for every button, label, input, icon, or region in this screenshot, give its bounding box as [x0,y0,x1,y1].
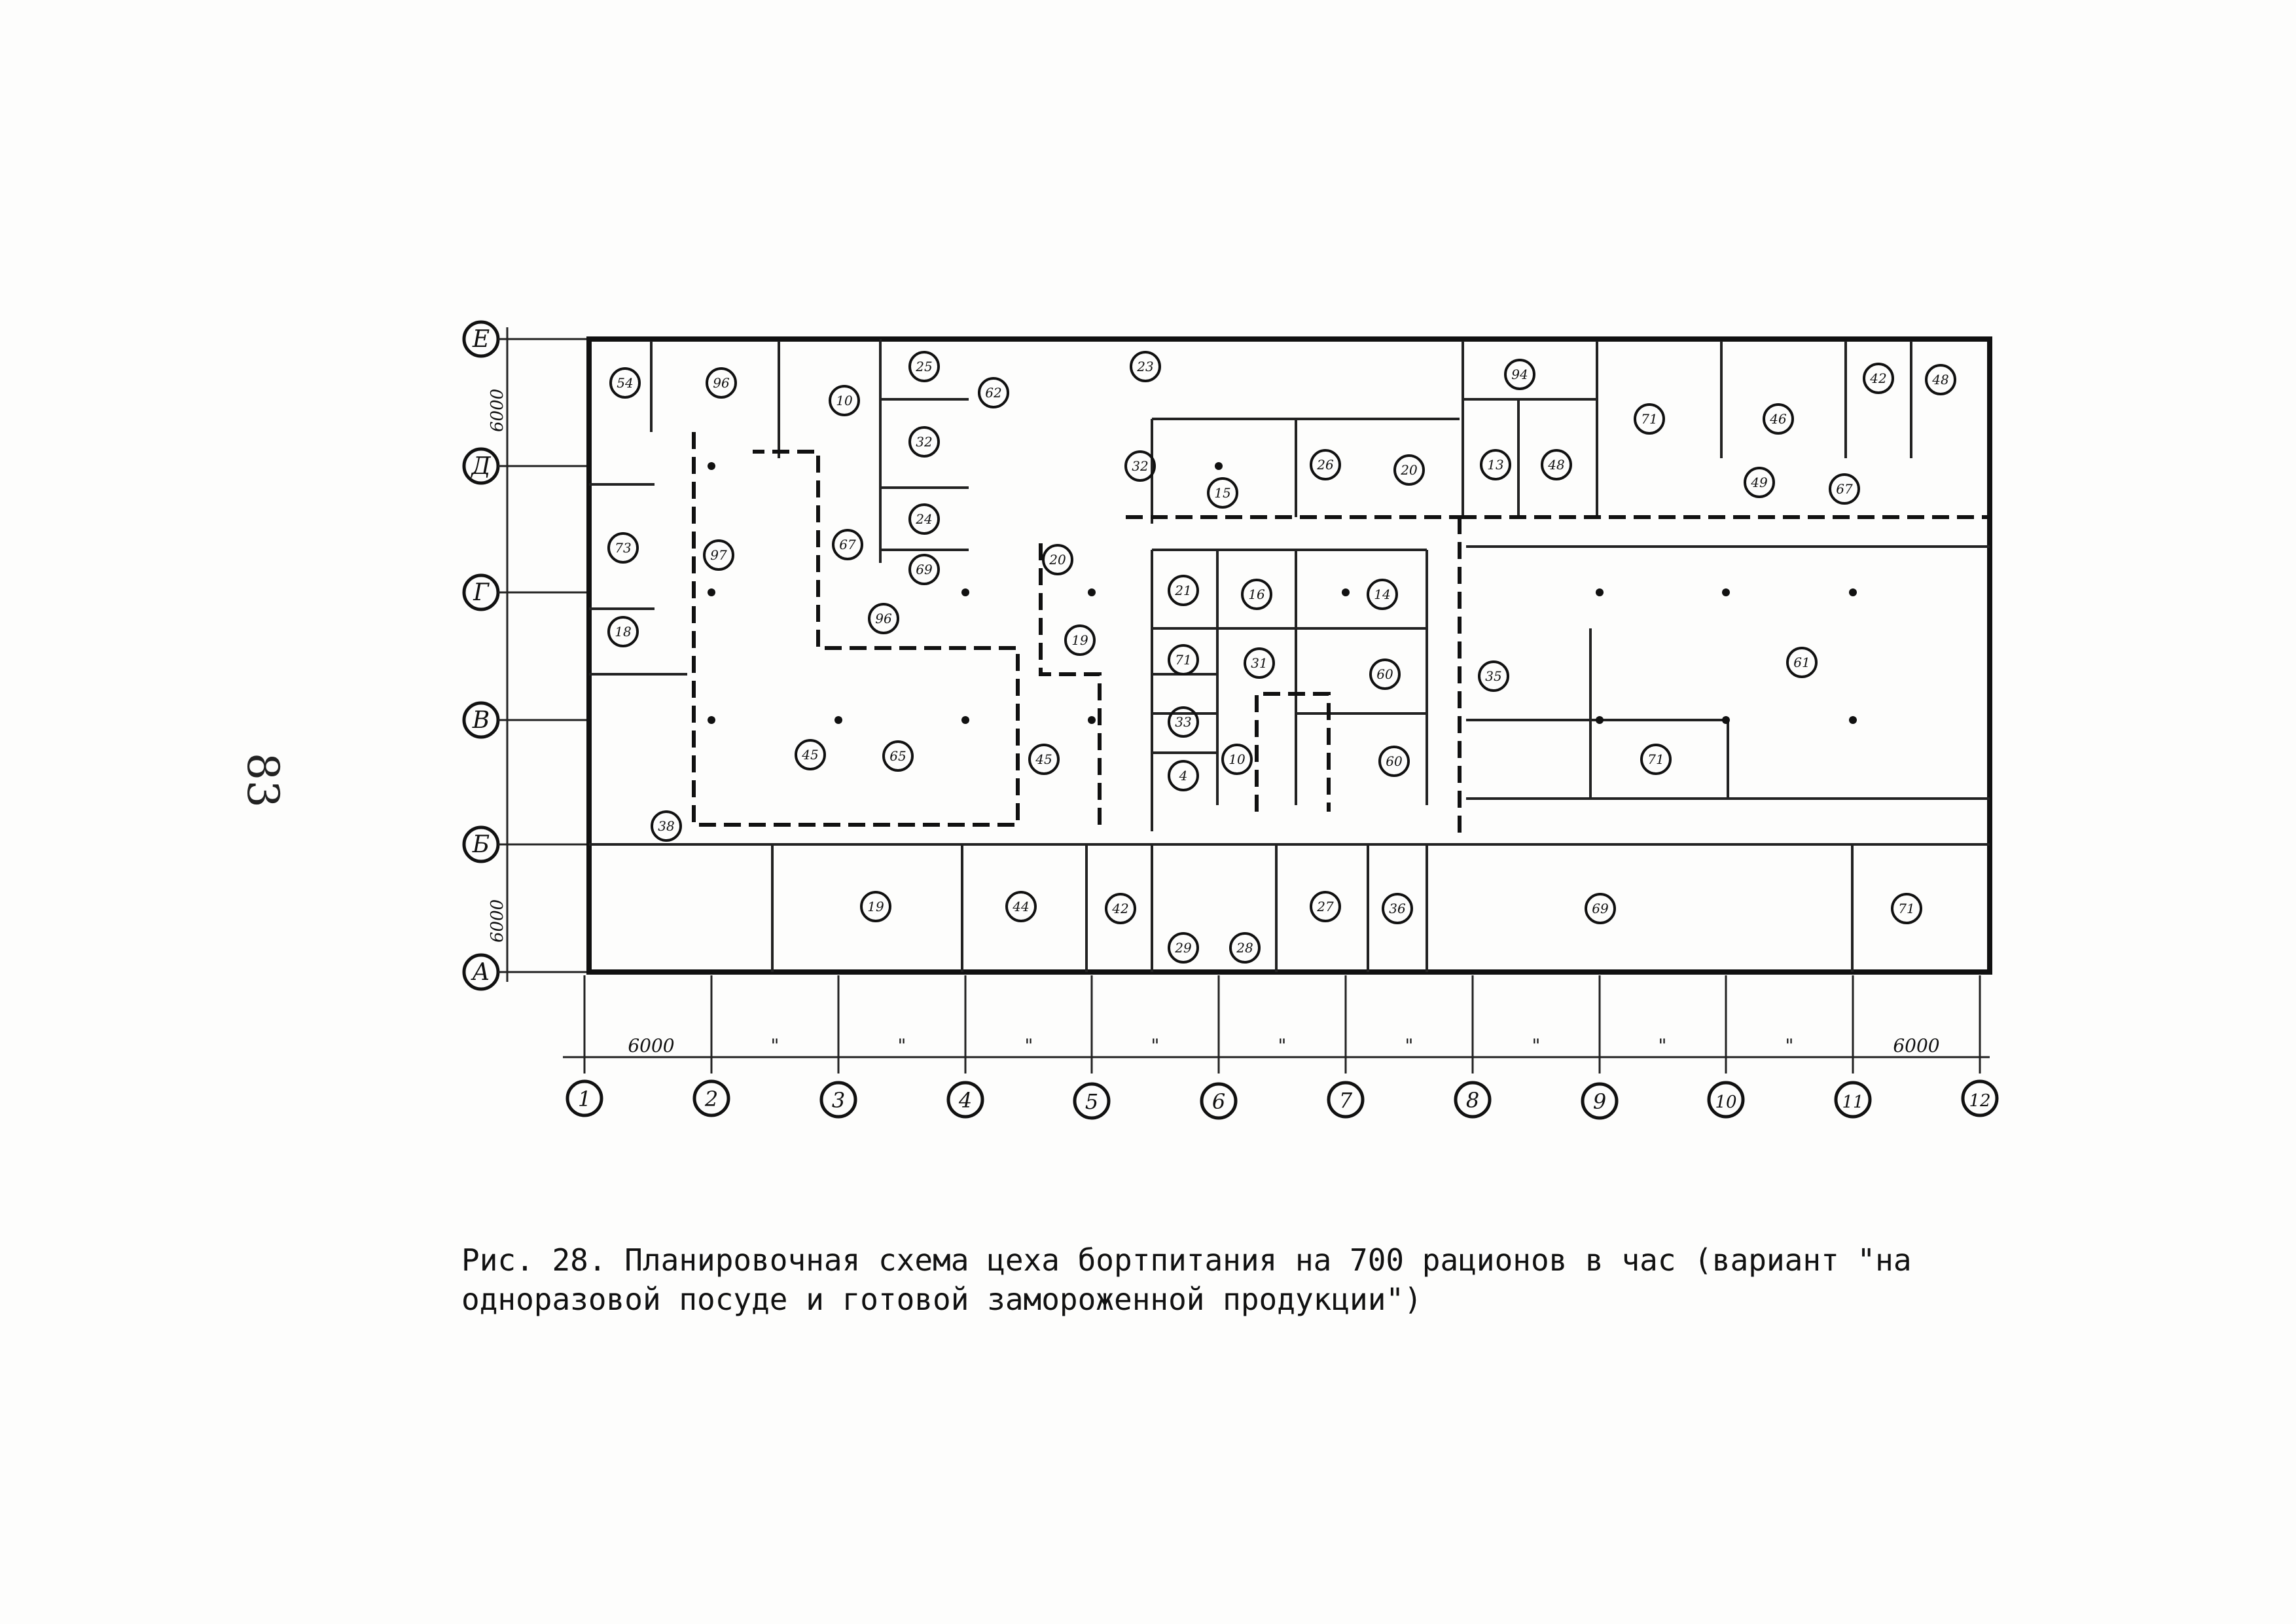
ditto-mark: " [1532,1035,1541,1056]
room-number: 38 [658,818,674,834]
row-axis-label-a: А [470,959,490,986]
column-axis-label-2: 2 [704,1087,718,1111]
room-number: 67 [1836,481,1853,497]
room-number: 19 [1071,632,1088,648]
room-number: 15 [1214,485,1230,501]
caption-line-1: Рис. 28. Планировочная схема цеха бортпи… [461,1242,1912,1278]
room-number: 69 [916,562,933,577]
room-number: 67 [839,537,856,552]
column-axis-markers [565,1079,1999,1120]
room-number: 96 [875,611,892,626]
row-axis-label-g: Г [473,579,490,606]
column-axis-label-10: 10 [1715,1092,1736,1112]
room-number: 28 [1236,940,1253,956]
room-number: 21 [1174,583,1191,598]
room-number: 73 [615,540,631,556]
room-number: 97 [710,547,727,563]
room-number: 31 [1251,655,1267,671]
row-axis-label-e: Е [472,326,490,353]
room-number: 13 [1487,457,1503,473]
figure-caption: Рис. 28. Планировочная схема цеха бортпи… [461,1240,1967,1319]
column-axis-label-11: 11 [1842,1092,1863,1112]
room-number: 29 [1174,940,1192,956]
room-number: 20 [1049,552,1066,568]
room-number: 10 [1229,751,1246,767]
room-number: 4 [1179,768,1188,784]
room-number: 16 [1248,586,1265,602]
room-number: 19 [867,899,884,914]
ditto-mark: " [1151,1035,1160,1056]
column-axis-label-5: 5 [1085,1089,1098,1114]
room-number: 71 [1647,751,1664,767]
column-axis-label-7: 7 [1339,1088,1353,1113]
room-number: 96 [713,375,730,391]
room-number: 36 [1389,901,1406,916]
room-number: 26 [1316,457,1334,473]
room-number: 65 [889,748,906,764]
row-axis-label-v: В [472,707,490,734]
ditto-mark: " [771,1035,780,1056]
room-number: 32 [1132,458,1148,474]
room-number: 42 [1869,370,1886,386]
room-number: 14 [1374,586,1390,602]
room-number: 60 [1376,666,1393,682]
room-number: 24 [915,511,932,527]
room-number: 49 [1750,475,1768,490]
room-number: 10 [836,393,853,408]
dimension-label-bottom: 6000 [488,899,507,943]
room-number: 45 [801,747,818,763]
room-number: 94 [1511,367,1528,382]
ditto-mark: " [1278,1035,1287,1056]
column-axis-label-12: 12 [1969,1091,1990,1111]
room-number: 35 [1485,668,1501,684]
ditto-mark: " [898,1035,906,1056]
ditto-mark: " [1025,1035,1033,1056]
room-number: 25 [915,359,932,374]
room-number: 42 [1111,901,1128,916]
row-axis-label-b: Б [472,831,490,858]
room-number: 60 [1386,753,1403,769]
room-number: 45 [1035,751,1052,767]
ditto-mark: " [1405,1035,1414,1056]
column-axis-label-6: 6 [1212,1089,1225,1114]
room-number: 48 [1931,372,1948,388]
room-number: 27 [1316,899,1334,914]
room-number: 18 [615,624,631,640]
page-number: 83 [238,753,288,808]
room-number: 69 [1592,901,1609,916]
caption-line-2: одноразовой посуде и готовой замороженно… [461,1282,1422,1317]
room-number: 71 [1641,411,1657,427]
dimension-label-first-span: 6000 [628,1035,674,1056]
ditto-mark: " [1785,1035,1794,1056]
room-number: 20 [1400,462,1418,478]
room-number: 32 [916,434,932,450]
room-number: 44 [1012,899,1029,914]
column-axis-label-3: 3 [832,1088,845,1113]
column-axis-label-4: 4 [958,1088,972,1113]
dimension-label-last-span: 6000 [1893,1035,1939,1056]
column-axis-label-9: 9 [1593,1089,1606,1114]
column-axis-label-1: 1 [578,1087,591,1111]
ditto-mark: " [1659,1035,1667,1056]
room-number: 71 [1175,652,1191,668]
room-number: 54 [617,375,633,391]
room-number: 48 [1547,457,1564,473]
room-number: 46 [1769,411,1787,427]
dimension-label-top: 6000 [488,389,507,432]
row-axis-label-d: Д [470,453,491,480]
room-number: 62 [985,385,1001,401]
column-axis-label-8: 8 [1466,1088,1479,1113]
room-number: 33 [1175,714,1191,730]
room-number: 61 [1793,655,1810,670]
room-number: 23 [1136,359,1153,374]
room-number: 71 [1898,901,1914,916]
